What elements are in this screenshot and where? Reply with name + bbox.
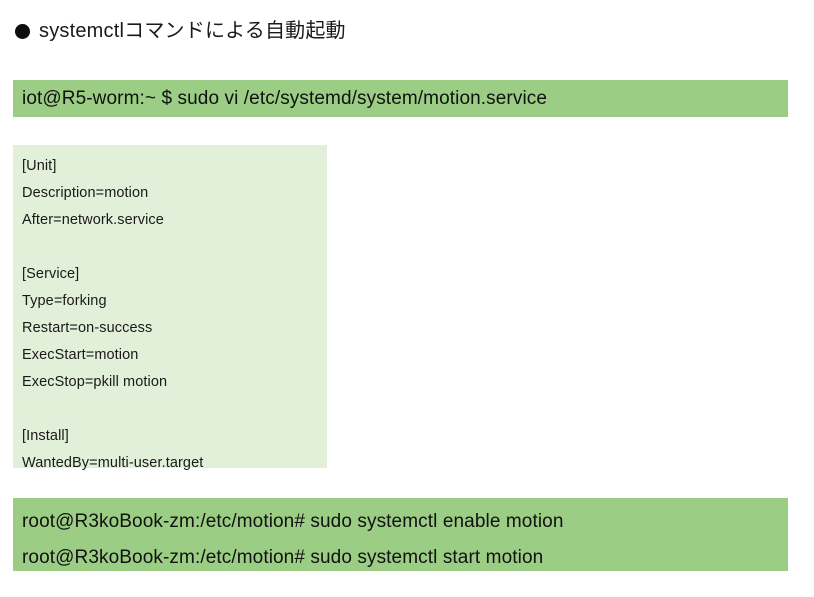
page-heading: systemctlコマンドによる自動起動 (15, 18, 346, 44)
config-line: [Install] (22, 428, 69, 444)
terminal-command-line: root@R3koBook-zm:/etc/motion# sudo syste… (22, 547, 544, 568)
terminal-command-line: iot@R5-worm:~ $ sudo vi /etc/systemd/sys… (22, 88, 548, 109)
edit-service-file-command-block: iot@R5-worm:~ $ sudo vi /etc/systemd/sys… (13, 80, 788, 117)
config-line: After=network.service (22, 212, 164, 228)
config-line: ExecStart=motion (22, 347, 139, 363)
config-line: Restart=on-success (22, 320, 153, 336)
systemctl-commands-block: root@R3koBook-zm:/etc/motion# sudo syste… (13, 498, 788, 571)
config-line-blank (22, 234, 327, 261)
config-line: Description=motion (22, 185, 149, 201)
config-line-blank (22, 396, 327, 423)
config-line: [Service] (22, 266, 80, 282)
config-line: Type=forking (22, 293, 107, 309)
page-title: systemctlコマンドによる自動起動 (39, 20, 346, 42)
config-line: ExecStop=pkill motion (22, 374, 168, 390)
service-file-contents: [Unit] Description=motion After=network.… (13, 145, 327, 471)
terminal-command-line: root@R3koBook-zm:/etc/motion# sudo syste… (22, 511, 564, 532)
config-line: [Unit] (22, 158, 57, 174)
filled-circle-bullet-icon (15, 23, 30, 39)
config-line: WantedBy=multi-user.target (22, 455, 204, 471)
